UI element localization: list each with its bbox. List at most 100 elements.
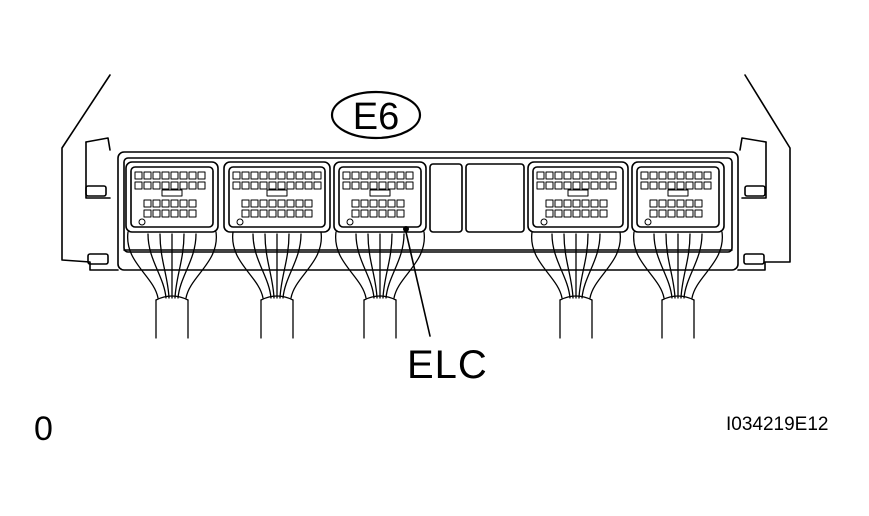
pin-cavity xyxy=(545,199,554,208)
connector-key xyxy=(161,189,183,197)
pin-cavity xyxy=(360,181,369,190)
pin-cavity xyxy=(277,209,286,218)
pin-cavity xyxy=(250,181,259,190)
harness-wire xyxy=(159,233,170,299)
pin-cavity xyxy=(369,209,378,218)
pin-cavity xyxy=(241,181,250,190)
pin-cavity xyxy=(286,171,295,180)
corner-mark: 0 xyxy=(34,410,53,448)
harness-wire xyxy=(691,231,723,299)
pin-cavity xyxy=(295,181,304,190)
pin-cavity xyxy=(387,181,396,190)
harness-wire xyxy=(665,233,676,299)
pin-cavity xyxy=(608,181,617,190)
pin-label-elc: ELC xyxy=(407,343,488,387)
pin-cavity xyxy=(694,209,703,218)
pin-cavity xyxy=(188,209,197,218)
pin-cavity xyxy=(667,181,676,190)
pin-cavity xyxy=(685,209,694,218)
pin-cavity xyxy=(396,199,405,208)
harness-sheath xyxy=(661,299,695,339)
pin-cavity xyxy=(685,181,694,190)
connector-latch xyxy=(236,218,244,226)
connector-block-2 xyxy=(223,161,331,233)
pin-cavity xyxy=(259,171,268,180)
pin-cavity xyxy=(259,199,268,208)
pin-cavity xyxy=(545,209,554,218)
pin-cavity xyxy=(250,171,259,180)
connector-tag: E6 xyxy=(330,90,422,140)
pin-cavity xyxy=(143,199,152,208)
pin-cavity xyxy=(694,181,703,190)
pin-cavity xyxy=(360,171,369,180)
center-blank-plate xyxy=(429,163,525,233)
connector-key xyxy=(667,189,689,197)
connector-block-1 xyxy=(125,161,219,233)
ecu-housing xyxy=(61,74,791,271)
pin-cavity xyxy=(268,199,277,208)
harness-wire xyxy=(252,233,272,299)
pin-cavity xyxy=(369,199,378,208)
pin-cavity xyxy=(241,199,250,208)
pin-cavity xyxy=(694,171,703,180)
pin-cavity xyxy=(387,199,396,208)
pin-cavity xyxy=(277,181,286,190)
pin-cavity xyxy=(554,209,563,218)
pin-cavity xyxy=(295,209,304,218)
pin-cavity xyxy=(152,171,161,180)
connector-key xyxy=(369,189,391,197)
pin-cavity xyxy=(304,171,313,180)
pin-cavity xyxy=(667,171,676,180)
harness-wire xyxy=(147,233,167,299)
pin-cavity xyxy=(676,199,685,208)
harness-wire xyxy=(581,233,601,299)
pin-cavity xyxy=(658,209,667,218)
pin-cavity xyxy=(581,171,590,180)
pin-cavity xyxy=(161,171,170,180)
pin-cavity xyxy=(396,181,405,190)
harness-sheath-top xyxy=(363,295,397,301)
pin-cavity xyxy=(590,199,599,208)
harness-wire xyxy=(551,233,571,299)
pin-cavity xyxy=(188,171,197,180)
pin-cavity xyxy=(351,171,360,180)
pin-cavity xyxy=(313,171,322,180)
pin-cavity xyxy=(694,199,703,208)
pin-cavity xyxy=(179,209,188,218)
harness-wire xyxy=(393,231,425,299)
pin-cavity xyxy=(590,209,599,218)
pin-cavity xyxy=(342,171,351,180)
harness-sheath xyxy=(155,299,189,339)
pin-cavity xyxy=(599,199,608,208)
pin-cavity xyxy=(188,181,197,190)
connector-tag-text: E6 xyxy=(353,96,399,138)
pin-cavity xyxy=(304,209,313,218)
pin-cavity xyxy=(179,171,188,180)
pin-cavity xyxy=(667,209,676,218)
harness-wire xyxy=(680,233,691,299)
pin-cavity xyxy=(563,199,572,208)
pin-cavity xyxy=(295,199,304,208)
harness-wire xyxy=(264,233,275,299)
pin-cavity xyxy=(396,171,405,180)
harness-wire xyxy=(563,233,574,299)
harness-wire xyxy=(177,233,197,299)
pin-cavity xyxy=(268,181,277,190)
pin-cavity xyxy=(545,181,554,190)
pin-cavity xyxy=(161,199,170,208)
connector-latch xyxy=(138,218,146,226)
connector-key xyxy=(266,189,288,197)
pin-cavity xyxy=(188,199,197,208)
pin-cavity xyxy=(152,199,161,208)
pin-cavity xyxy=(572,199,581,208)
pin-cavity xyxy=(545,171,554,180)
pin-cavity xyxy=(378,181,387,190)
harness-wire xyxy=(578,233,589,299)
pin-cavity xyxy=(143,181,152,190)
pin-cavity xyxy=(554,171,563,180)
pin-cavity xyxy=(563,181,572,190)
pin-cavity xyxy=(170,209,179,218)
pin-cavity xyxy=(685,199,694,208)
pin-cavity xyxy=(658,171,667,180)
